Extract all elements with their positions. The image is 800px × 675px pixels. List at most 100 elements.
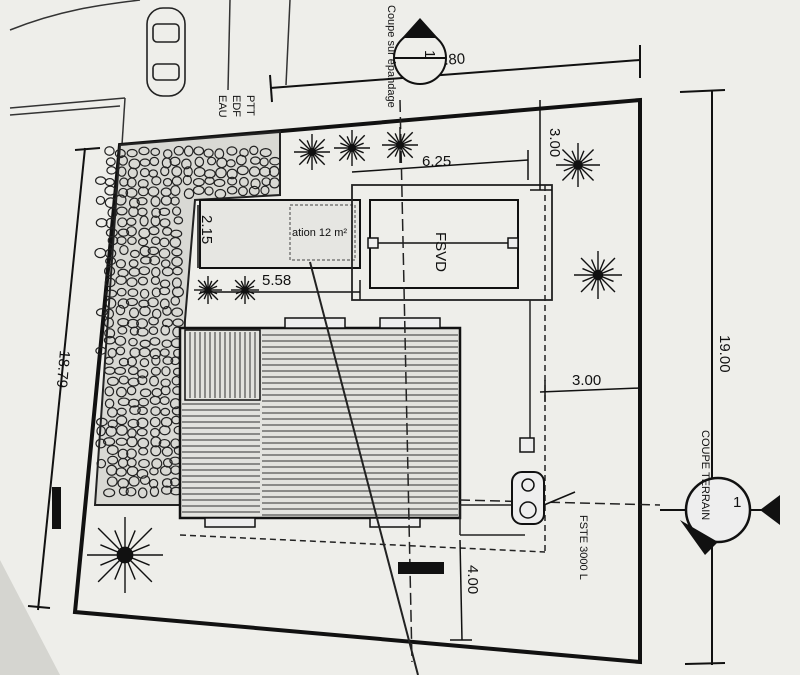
gravel-stone (125, 486, 137, 497)
gravel-stone (106, 476, 118, 487)
gravel-stone (173, 216, 184, 225)
dim-setback-top (530, 100, 552, 191)
gravel-stone (137, 487, 148, 499)
gravel-stone (161, 446, 173, 457)
gravel-stone (215, 167, 227, 179)
gravel-stone (227, 176, 238, 186)
gravel-stone (139, 245, 151, 257)
gravel-stone (171, 247, 183, 257)
gravel-stone (147, 246, 160, 256)
gravel-stone (193, 146, 205, 156)
gravel-stone (117, 397, 130, 407)
network-label-eau: EAU (216, 95, 228, 118)
gravel-stone (170, 185, 181, 197)
gravel-stone (127, 377, 140, 387)
gravel-stone (139, 288, 150, 299)
gravel-stone (129, 249, 140, 259)
gravel-stone (104, 146, 115, 156)
gravel-stone (127, 418, 140, 429)
gravel-stone (125, 187, 138, 198)
gravel-stone (139, 475, 151, 486)
gravel-stone (150, 406, 161, 416)
gravel-stone (237, 186, 248, 197)
tree-icon (294, 134, 330, 170)
gravel-stone (127, 366, 139, 376)
gravel-stone (204, 186, 214, 196)
gravel-stone (115, 424, 128, 436)
gravel-stone (128, 475, 140, 487)
gravel-stone (192, 185, 205, 195)
gravel-stone (138, 146, 150, 156)
gravel-stone (138, 299, 150, 308)
gravel-stone (136, 417, 149, 429)
gravel-stone (96, 458, 107, 469)
gravel-stone (140, 256, 152, 265)
gravel-stone (127, 428, 137, 439)
gravel-stone (117, 298, 130, 309)
gravel-stone (118, 486, 129, 497)
gravel-stone (213, 178, 226, 188)
gravel-stone (126, 436, 138, 448)
gravel-stone (171, 206, 182, 216)
gravel-stone (102, 437, 116, 447)
gravel-stone (151, 175, 162, 186)
gravel-stone (183, 188, 195, 200)
gravel-stone (235, 154, 247, 166)
gravel-stone (139, 215, 149, 227)
gravel-stone (248, 185, 260, 196)
gravel-stone (204, 176, 215, 186)
gravel-stone (214, 188, 227, 199)
gravel-stone (105, 289, 118, 298)
gravel-stone (206, 156, 217, 166)
gravel-stone (149, 337, 161, 346)
gravel-stone (136, 427, 148, 437)
network-label-ptt: PTT (244, 95, 256, 116)
gravel-stone (226, 159, 236, 168)
gravel-stone (117, 155, 128, 166)
gravel-stone (117, 478, 130, 489)
gravel-stone (115, 467, 127, 477)
gravel-stone (173, 145, 185, 156)
gravel-stone (127, 236, 137, 246)
gravel-stone (159, 396, 170, 406)
gravel-stone (128, 259, 139, 268)
gravel-stone (171, 286, 184, 298)
gravel-stone (160, 324, 171, 336)
gravel-stone (138, 447, 149, 456)
tree-icon (87, 517, 163, 593)
tank-label: FSTE 3000 L (577, 515, 589, 580)
gravel-stone (106, 166, 117, 175)
gravel-stone (259, 157, 269, 167)
gravel-stone (95, 438, 107, 449)
gravel-stone (150, 147, 161, 157)
gravel-stone (129, 347, 141, 358)
dim-side-setback-label: 3.00 (572, 372, 601, 389)
car-icon (146, 7, 186, 97)
section-marker-top (393, 18, 447, 85)
gravel-stone (126, 277, 138, 288)
gravel-stone (181, 158, 192, 170)
gravel-stone (147, 297, 159, 308)
gravel-stone (148, 226, 160, 236)
gravel-stone (158, 248, 171, 259)
gravel-stone (149, 416, 161, 428)
gravel-stone (158, 286, 171, 296)
paper-shadow (0, 560, 60, 675)
gravel-stone (136, 197, 148, 206)
gravel-stone (136, 327, 149, 337)
dim-filter-width-label: 6.25 (422, 153, 451, 170)
gravel-stone (139, 358, 150, 368)
gravel-stone (137, 375, 148, 386)
gravel-stone (149, 486, 160, 497)
gravel-stone (114, 366, 127, 375)
gravel-stone (226, 185, 238, 195)
septic-tank (511, 437, 576, 525)
gravel-stone (169, 236, 182, 248)
section-marker-label: COUPE TERRAIN (699, 430, 711, 520)
gravel-stone (106, 376, 119, 387)
gravel-stone (151, 207, 162, 218)
gravel-stone (259, 148, 272, 158)
gravel-stone (95, 195, 106, 205)
gravel-stone (126, 148, 138, 158)
network-label-edf: EDF (230, 95, 242, 117)
